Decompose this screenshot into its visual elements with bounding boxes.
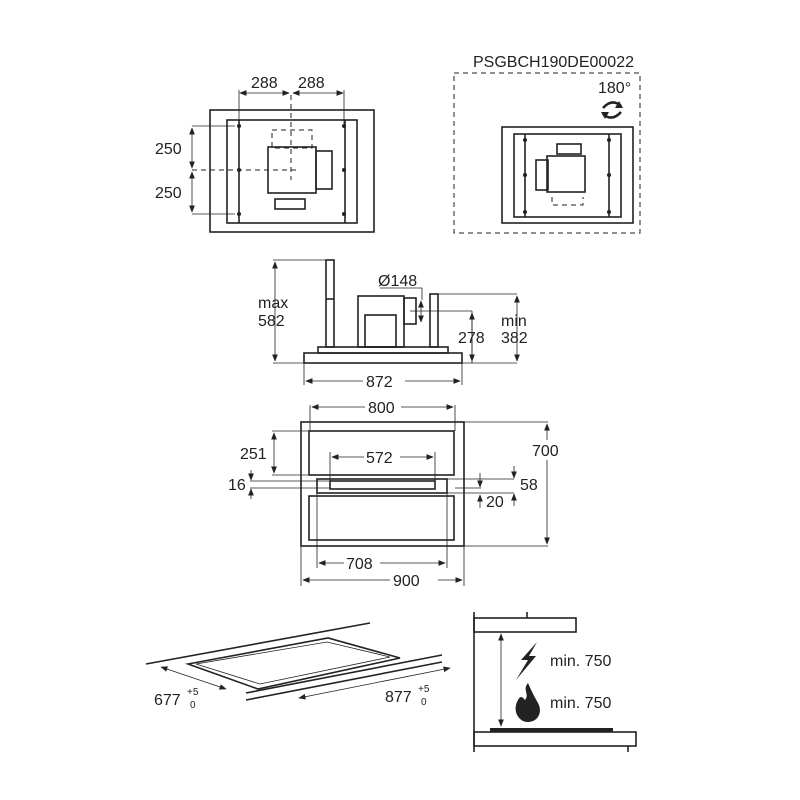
front-view: 800 700 251 572 16 58 20 708	[228, 398, 564, 590]
rotate-arrows-icon	[601, 101, 623, 119]
rotated-view: PSGBCH190DE00022 180°	[453, 54, 641, 234]
max-label: max	[258, 295, 288, 312]
width-tol-minus: 0	[421, 697, 427, 708]
outlet-height: 278	[458, 330, 485, 347]
right-offset-58: 58	[520, 477, 538, 494]
flame-icon	[515, 683, 540, 722]
height-700: 700	[532, 443, 559, 460]
bottom-offset-20: 20	[486, 494, 504, 511]
outer-width-900: 900	[393, 573, 420, 590]
lightning-icon	[516, 642, 537, 680]
clearance-view: min. 750 min. 750	[473, 612, 637, 752]
dim-right-288: 288	[298, 75, 325, 92]
depth-tol-plus: +5	[187, 687, 199, 698]
width-872: 872	[366, 374, 393, 391]
gas-clearance: min. 750	[550, 695, 611, 712]
inner-width-800: 800	[368, 400, 395, 417]
dim-left-288: 288	[251, 75, 278, 92]
top-view: 288 288 250 250	[155, 75, 375, 233]
min-label: min	[501, 313, 527, 330]
side-view: max 582 Ø148 278 min 382 872	[258, 259, 528, 391]
dim-upper-250: 250	[155, 141, 182, 158]
electric-clearance: min. 750	[550, 653, 611, 670]
product-code: PSGBCH190DE00022	[473, 54, 634, 71]
dim-lower-250: 250	[155, 185, 182, 202]
duct-diameter: Ø148	[378, 273, 417, 290]
max-value: 582	[258, 313, 285, 330]
cutout-depth-677: 677	[154, 692, 181, 709]
gap-16: 16	[228, 477, 246, 494]
depth-tol-minus: 0	[190, 700, 196, 711]
rotation-label: 180°	[598, 80, 631, 97]
upper-panel-251: 251	[240, 446, 267, 463]
width-tol-plus: +5	[418, 684, 430, 695]
min-value: 382	[501, 330, 528, 347]
center-width-572: 572	[366, 450, 393, 467]
lower-width-708: 708	[346, 556, 373, 573]
cutout-width-877: 877	[385, 689, 412, 706]
cutout-view: 677 +5 0 877 +5 0	[145, 622, 451, 711]
